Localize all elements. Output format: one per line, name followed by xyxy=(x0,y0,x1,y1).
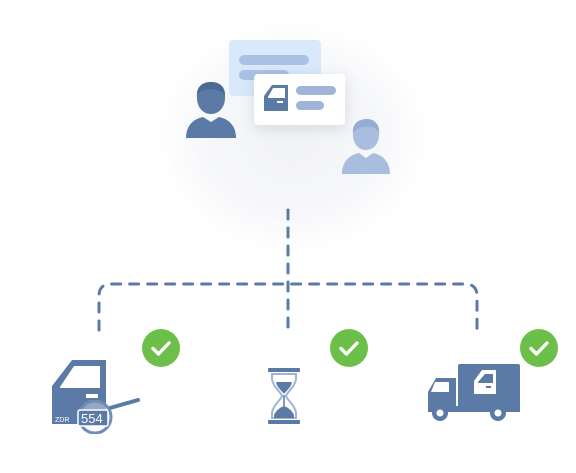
card-back-line-1 xyxy=(239,55,309,65)
card-front-line-2 xyxy=(296,101,324,110)
car-door-icon xyxy=(264,85,288,111)
person-icon xyxy=(186,82,236,138)
delivery-truck-icon xyxy=(428,364,520,421)
person-icon xyxy=(342,119,390,174)
card-front-line-1 xyxy=(296,86,336,95)
checkmark-icon xyxy=(520,329,558,367)
plate-prefix: ZDR xyxy=(55,417,69,424)
checkmark-icon xyxy=(142,329,180,367)
checkmark-icon xyxy=(330,329,368,367)
hourglass-icon xyxy=(268,368,300,424)
connector-branch xyxy=(97,282,479,332)
plate-number: 554 xyxy=(81,411,103,426)
card-front xyxy=(254,74,345,125)
car-door-magnifier-icon: ZDR 554 xyxy=(52,360,140,434)
